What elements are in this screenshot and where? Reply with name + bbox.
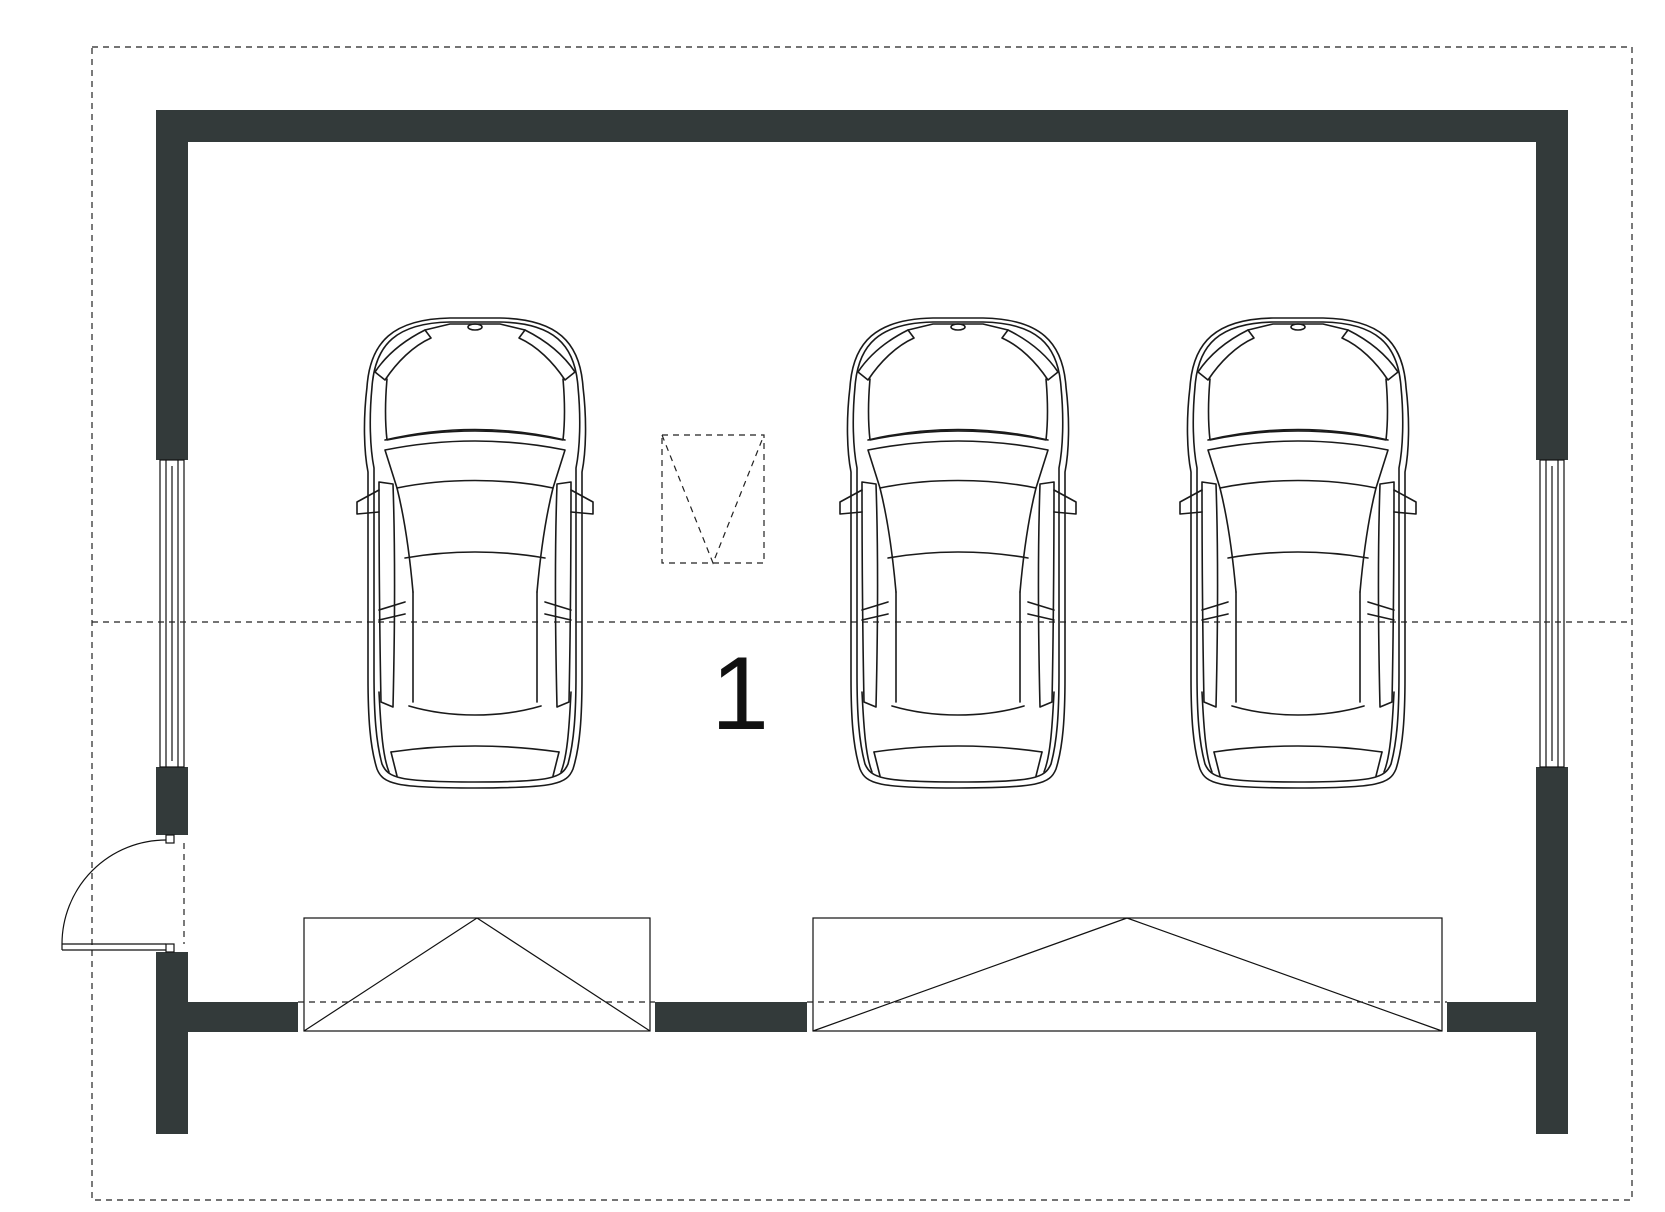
car-right	[1179, 317, 1417, 789]
room-number: 1	[711, 636, 769, 752]
car-middle	[839, 317, 1077, 789]
car-left	[356, 317, 594, 789]
left-window	[159, 459, 185, 768]
garage-door-right	[807, 917, 1447, 1032]
walls	[156, 110, 1568, 1134]
roof-outline	[91, 46, 1633, 1201]
roof-window	[661, 434, 765, 565]
garage-door-left	[298, 917, 655, 1032]
right-window	[1539, 459, 1565, 768]
side-door	[61, 834, 185, 953]
